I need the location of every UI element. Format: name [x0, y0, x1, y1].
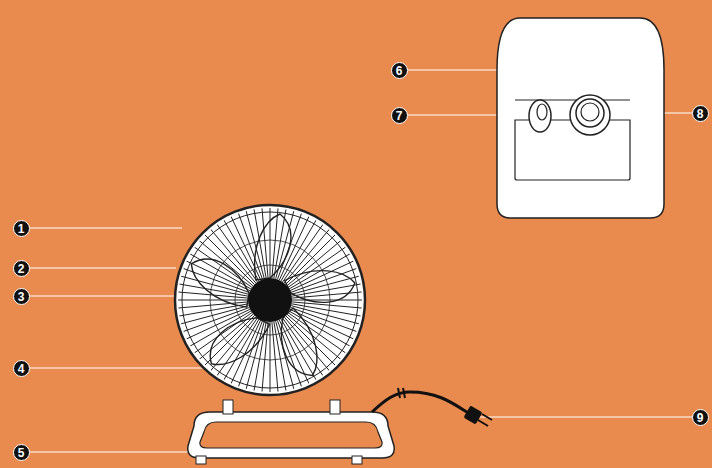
callout-number: 1 — [13, 220, 30, 237]
callout-number: 2 — [13, 260, 30, 277]
grill-spoke — [238, 321, 263, 390]
base-stand — [188, 400, 395, 464]
grill-spoke — [292, 292, 365, 298]
grill-spoke — [292, 284, 364, 297]
grill-spoke — [175, 292, 248, 298]
grill-spoke — [181, 308, 250, 333]
callout-number: 5 — [13, 444, 30, 461]
grill-spoke — [270, 322, 271, 395]
oscillation-switch — [529, 100, 551, 132]
callout-number: 9 — [692, 409, 709, 426]
grill-spoke — [291, 308, 360, 333]
callout-number: 8 — [692, 105, 709, 122]
grill-spoke — [254, 206, 267, 278]
grill-spoke — [223, 218, 260, 281]
grill-spoke — [274, 322, 287, 394]
grill-spoke — [272, 322, 278, 395]
speed-knob — [570, 95, 610, 135]
power-cord — [372, 388, 492, 426]
grill-spoke — [262, 205, 268, 278]
grill-spoke — [188, 311, 251, 348]
grill-spoke — [281, 319, 318, 382]
callout-number: 7 — [391, 107, 408, 124]
grill-spoke — [292, 300, 365, 301]
leader-lines — [30, 70, 692, 452]
fan-grill — [175, 205, 365, 395]
callout-number: 3 — [13, 288, 30, 305]
control-housing — [497, 18, 664, 218]
grill-spoke — [238, 211, 263, 280]
callout-number: 6 — [391, 62, 408, 79]
fan-hub — [248, 278, 292, 322]
callout-number: 4 — [13, 360, 30, 377]
grill-spoke — [175, 300, 248, 301]
grill-spoke — [270, 205, 271, 278]
grill-spoke — [181, 268, 250, 293]
grill-spoke — [292, 302, 365, 308]
fan-blades — [183, 214, 358, 382]
